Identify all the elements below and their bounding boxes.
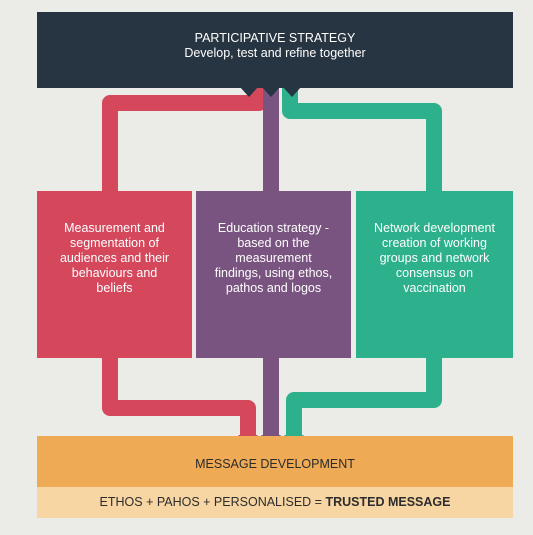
flow-connector-green [282, 88, 442, 440]
education-strategy-box: Education strategy - based on the measur… [196, 191, 351, 358]
education-strategy-text: Education strategy - based on the measur… [214, 221, 333, 295]
trusted-message-formula: ETHOS + PAHOS + PERSONALISED = TRUSTED M… [37, 487, 513, 518]
message-development-box: MESSAGE DEVELOPMENT [37, 436, 513, 487]
formula-prefix: ETHOS + PAHOS + PERSONALISED = [99, 495, 326, 509]
participative-strategy-title: PARTICIPATIVE STRATEGY [194, 31, 356, 45]
arrow-head-purple-top [262, 87, 280, 97]
flow-connector-red [102, 88, 267, 440]
participative-strategy-subtitle: Develop, test and refine together [184, 46, 366, 60]
measurement-box: Measurement and segmentation of audience… [37, 191, 192, 358]
measurement-text: Measurement and segmentation of audience… [59, 221, 170, 295]
message-development-title: MESSAGE DEVELOPMENT [195, 457, 355, 471]
arrow-head-green-top [283, 87, 301, 97]
participative-strategy-box: PARTICIPATIVE STRATEGY Develop, test and… [37, 12, 513, 88]
network-development-box: Network development creation of working … [356, 191, 513, 358]
arrow-head-red-top [240, 87, 258, 97]
network-development-text: Network development creation of working … [374, 221, 495, 295]
formula-result: TRUSTED MESSAGE [325, 495, 451, 509]
